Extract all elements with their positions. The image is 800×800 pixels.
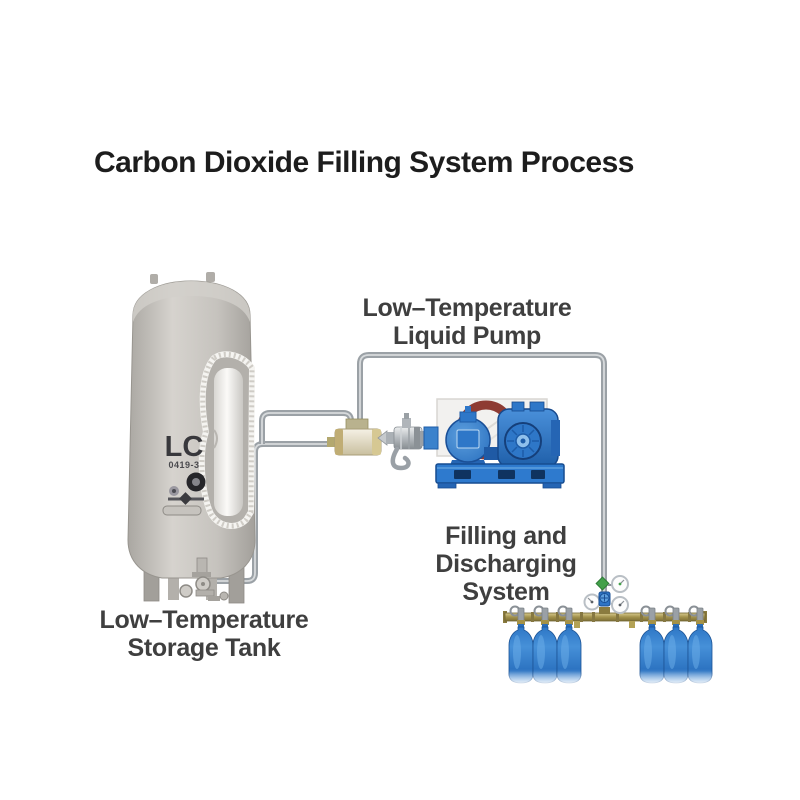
control-valve xyxy=(598,591,611,607)
pipes xyxy=(204,352,607,596)
tank-inner-vessel xyxy=(214,368,243,516)
fitting-tee xyxy=(345,418,369,431)
label-liquid-pump-line2: Liquid Pump xyxy=(392,322,542,350)
label-filling-system: Filling and Discharging System xyxy=(406,522,606,606)
pump-cold-end xyxy=(327,418,382,456)
label-storage-tank-line1: Low–Temperature xyxy=(99,606,309,634)
tank-lifting-lug xyxy=(206,272,215,282)
pressure-gauge xyxy=(611,596,629,614)
discharge-pipe xyxy=(357,352,607,596)
gauge-station xyxy=(583,575,629,614)
vapor-return-pipe xyxy=(259,410,354,444)
pump-base xyxy=(435,463,565,489)
suction-pipe xyxy=(204,441,336,584)
filling-manifold xyxy=(503,607,707,628)
tank-valve xyxy=(168,492,204,505)
tank-lifting-lug xyxy=(150,274,158,284)
plunger-hook xyxy=(390,446,411,471)
label-filling-system-line3: System xyxy=(462,578,550,606)
liquid-pump xyxy=(423,398,565,489)
pressure-gauge xyxy=(611,575,629,593)
tank-bracket xyxy=(162,505,202,516)
pump-plunger xyxy=(377,413,430,471)
manifold-tee xyxy=(599,607,610,614)
tank-model-text: LC xyxy=(165,431,204,463)
label-filling-system-line1: Filling and xyxy=(445,522,567,550)
page-title: Carbon Dioxide Filling System Process xyxy=(94,146,635,179)
tank-gauge xyxy=(186,472,206,492)
label-storage-tank: Low–Temperature Storage Tank xyxy=(84,606,324,662)
fitting-inlet xyxy=(327,437,336,447)
tank-bottom-valves xyxy=(179,557,229,601)
label-filling-system-line2: Discharging xyxy=(435,550,577,578)
relief-valve xyxy=(595,576,610,591)
label-storage-tank-line2: Storage Tank xyxy=(127,634,281,662)
label-liquid-pump-line1: Low–Temperature xyxy=(362,294,572,322)
pump-motor xyxy=(497,401,560,468)
tank-serial-text: 0419-3 xyxy=(168,460,199,470)
storage-tank: LC 0419-3 xyxy=(127,272,256,604)
label-liquid-pump: Low–Temperature Liquid Pump xyxy=(347,294,587,350)
tank-cutaway xyxy=(198,351,256,529)
